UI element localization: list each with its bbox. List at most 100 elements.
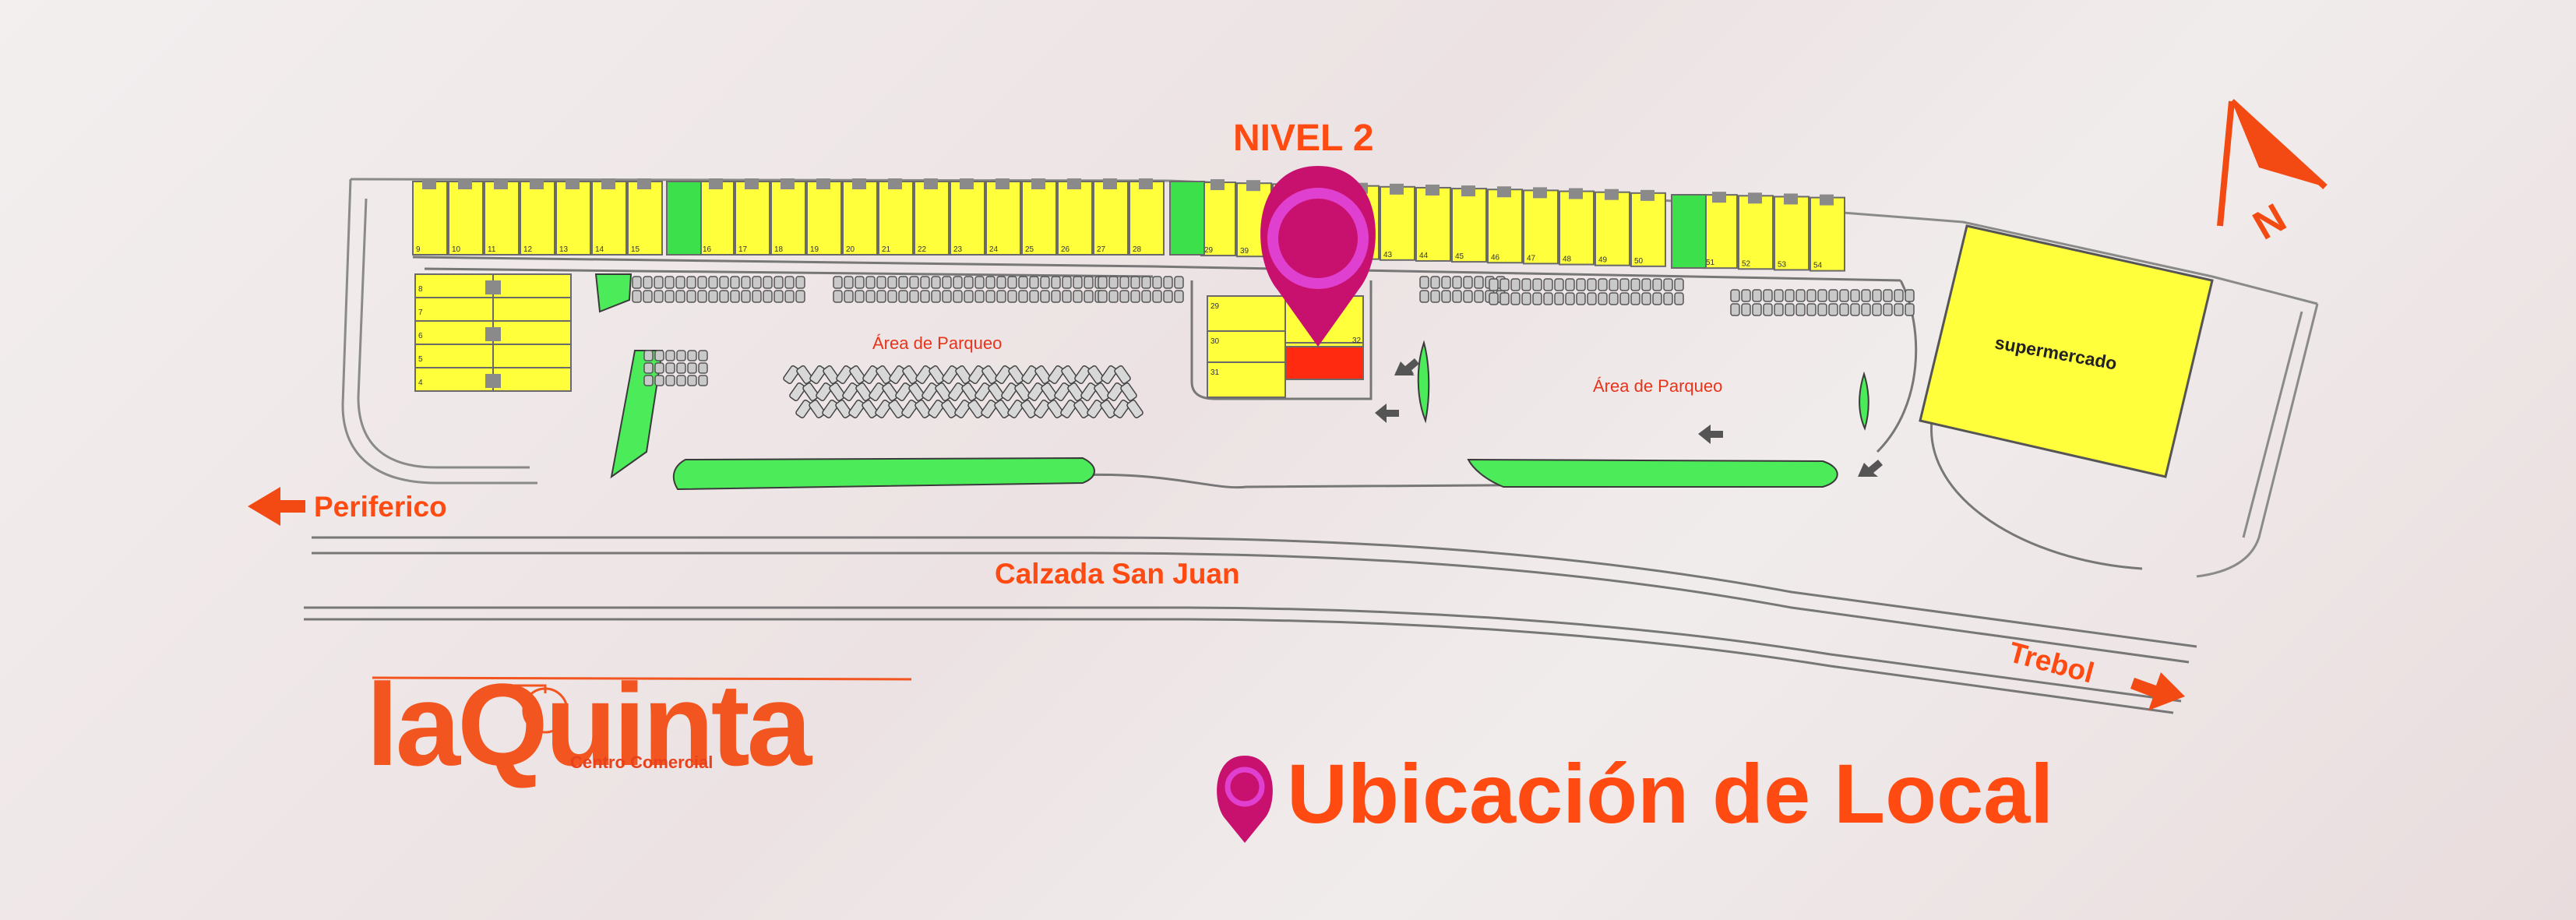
- store-number: 45: [1455, 252, 1464, 261]
- store-unit: [1207, 295, 1286, 332]
- parking-space: [1663, 278, 1673, 291]
- parking-space: [1652, 278, 1662, 291]
- parking-space: [664, 276, 675, 289]
- store-number: 9: [416, 245, 421, 254]
- parking-space: [1730, 303, 1740, 316]
- parking-space: [1452, 276, 1462, 289]
- parking-space: [1763, 303, 1773, 316]
- store-number: 5: [418, 355, 423, 364]
- parking-space: [664, 290, 675, 303]
- parking-space: [1839, 303, 1849, 316]
- store-number: 26: [1061, 245, 1070, 254]
- parking-space: [632, 276, 642, 289]
- parking-space: [687, 350, 697, 361]
- parking-space: [697, 290, 707, 303]
- parking-space: [654, 276, 664, 289]
- parking-space: [876, 365, 893, 385]
- parking-space: [844, 276, 854, 289]
- parking-space: [1532, 292, 1542, 305]
- parking-space: [654, 362, 664, 374]
- parking-space: [876, 276, 886, 289]
- parking-space: [1014, 382, 1031, 402]
- parking-space: [929, 365, 946, 385]
- store-unit: [1021, 181, 1057, 256]
- parking-space: [654, 375, 664, 386]
- store-unit: [1630, 192, 1666, 267]
- parking-space: [1806, 289, 1817, 302]
- parking-space: [1108, 276, 1119, 289]
- store-number: 20: [846, 245, 855, 254]
- parking-space: [1100, 399, 1117, 419]
- parking-space: [752, 290, 762, 303]
- store-marker: [888, 178, 902, 189]
- parking-space: [887, 276, 897, 289]
- parking-space: [665, 350, 675, 361]
- store-marker: [996, 178, 1010, 189]
- parking-space: [996, 290, 1006, 303]
- parking-space: [752, 276, 762, 289]
- parking-space: [1565, 292, 1575, 305]
- parking-space: [889, 365, 906, 385]
- parking-space: [1174, 276, 1184, 289]
- parking-space: [1785, 289, 1795, 302]
- parking-space: [1152, 276, 1162, 289]
- parking-space: [1001, 382, 1018, 402]
- parking-space: [920, 290, 930, 303]
- parking-space: [1619, 292, 1630, 305]
- parking-space: [1080, 382, 1098, 402]
- parking-space: [1883, 303, 1893, 316]
- parking-space: [942, 276, 952, 289]
- parking-space: [1499, 278, 1510, 291]
- store-unit: [735, 181, 770, 256]
- store-unit: [520, 181, 555, 256]
- parking-space: [985, 276, 996, 289]
- parking-space: [942, 290, 952, 303]
- store-marker: [781, 178, 795, 189]
- parking-space: [908, 382, 925, 402]
- parking-space: [948, 382, 965, 402]
- parking-space: [996, 276, 1006, 289]
- parking-space: [909, 290, 919, 303]
- parking-space: [1061, 365, 1078, 385]
- parking-space: [941, 399, 958, 419]
- store-unit: [627, 181, 663, 256]
- store-marker: [1246, 180, 1260, 192]
- parking-space: [1463, 276, 1473, 289]
- parking-space: [643, 362, 654, 374]
- store-number: 52: [1742, 259, 1751, 268]
- store-number: 43: [1383, 251, 1393, 259]
- parking-space: [1872, 303, 1882, 316]
- parking-space: [967, 399, 985, 419]
- parking-space: [1034, 399, 1051, 419]
- store-marker: [485, 327, 501, 341]
- store-unit: [484, 181, 520, 256]
- parking-space: [902, 365, 919, 385]
- parking-space: [1441, 290, 1451, 303]
- store-number: 14: [595, 245, 604, 254]
- parking-space: [1510, 292, 1521, 305]
- parking-space: [981, 365, 999, 385]
- parking-space: [719, 290, 729, 303]
- store-number: 10: [452, 245, 461, 254]
- parking-space: [1074, 365, 1091, 385]
- selected-store: [1284, 346, 1364, 380]
- store-unit: [1810, 196, 1845, 272]
- store-marker: [1533, 187, 1547, 199]
- level-label: NIVEL 2: [1233, 118, 1374, 159]
- parking-space: [1419, 290, 1429, 303]
- store-marker: [422, 178, 436, 189]
- store-unit: [414, 273, 494, 298]
- parking-space: [1098, 276, 1108, 289]
- parking-space: [698, 362, 708, 374]
- parking-space: [1587, 278, 1597, 291]
- logo-wordmark: laQuinta: [366, 659, 812, 790]
- parking-space: [643, 290, 653, 303]
- parking-space: [1141, 276, 1151, 289]
- parking-space: [1883, 289, 1893, 302]
- parking-space: [901, 399, 918, 419]
- parking-space: [1098, 290, 1108, 303]
- parking-space: [882, 382, 899, 402]
- roads: [304, 256, 2197, 714]
- store-marker: [1103, 178, 1117, 189]
- parking-space: [1730, 289, 1740, 302]
